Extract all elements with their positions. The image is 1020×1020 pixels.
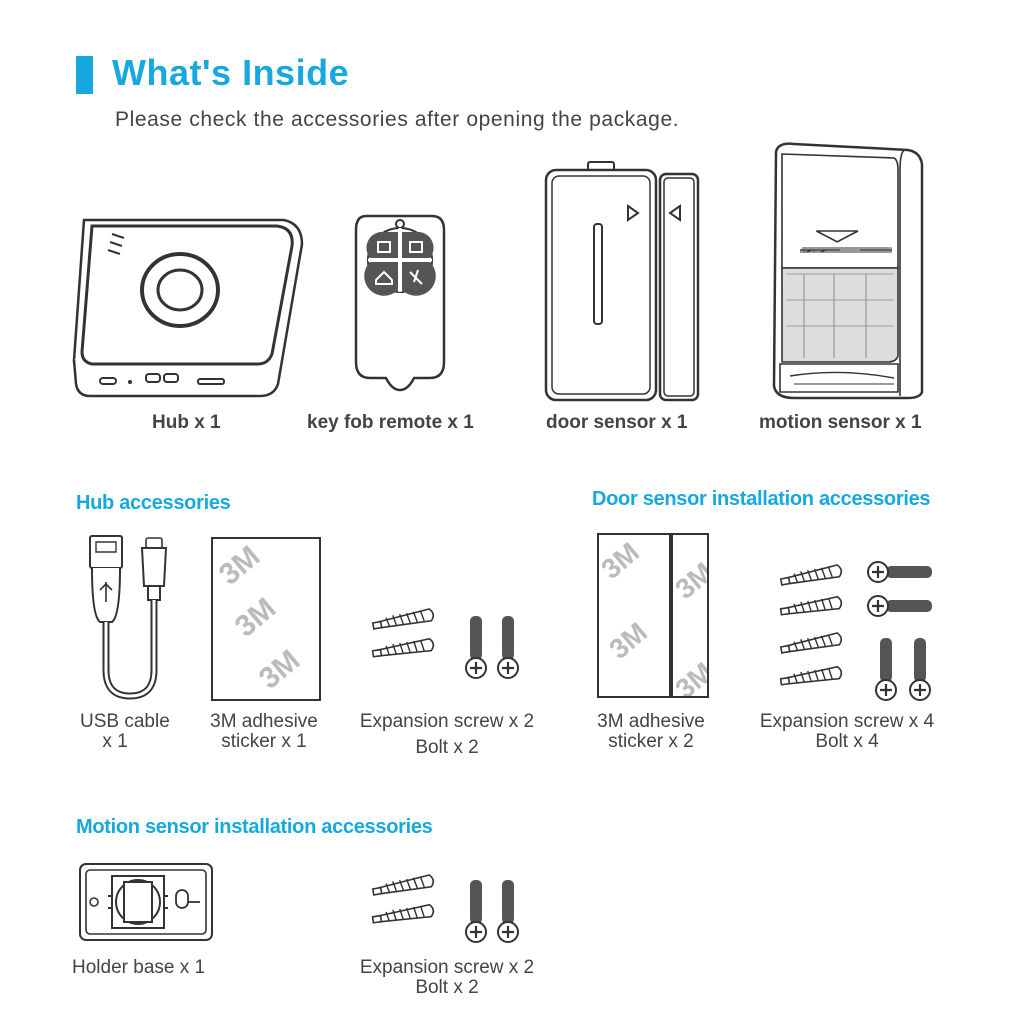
holder-base-caption: Holder base x 1 (72, 957, 206, 978)
adhesive-sticker-caption: 3M adhesive sticker x 1 (210, 711, 318, 752)
door-screw-caption: Expansion screw x 4 Bolt x 4 (759, 711, 935, 752)
title-accent-bar (76, 56, 93, 94)
usb-cable-caption: USB cable x 1 (80, 711, 170, 752)
page-title: What's Inside (112, 52, 350, 93)
hub-screw-caption: Expansion screw x 2 Bolt x 2 (359, 711, 535, 758)
usb-cable-icon (86, 530, 176, 702)
adhesive-sticker-pair-icon: 3M 3M 3M 3M (597, 533, 709, 698)
screw-set-icon (371, 607, 520, 680)
motion-sensor-label: motion sensor x 1 (759, 412, 922, 433)
screw-set-large-icon (779, 560, 934, 702)
key-fob-label: key fob remote x 1 (307, 412, 474, 433)
adhesive-sticker-icon: 3M 3M 3M (211, 537, 321, 701)
page-subtitle: Please check the accessories after openi… (115, 108, 680, 131)
door-accessories-title: Door sensor installation accessories (592, 488, 931, 510)
door-sensor-label: door sensor x 1 (546, 412, 688, 433)
motion-screw-caption: Expansion screw x 2 Bolt x 2 (359, 957, 535, 998)
hub-accessories-title: Hub accessories (76, 492, 231, 514)
door-sensor-icon (542, 160, 702, 405)
key-fob-remote-icon (352, 212, 448, 392)
holder-base-icon (78, 862, 214, 942)
hub-label: Hub x 1 (152, 412, 221, 433)
hub-icon (72, 214, 307, 399)
motion-accessories-title: Motion sensor installation accessories (76, 816, 433, 838)
screw-set-icon (371, 873, 520, 944)
motion-sensor-icon (770, 140, 930, 402)
door-sticker-caption: 3M adhesive sticker x 2 (597, 711, 705, 752)
